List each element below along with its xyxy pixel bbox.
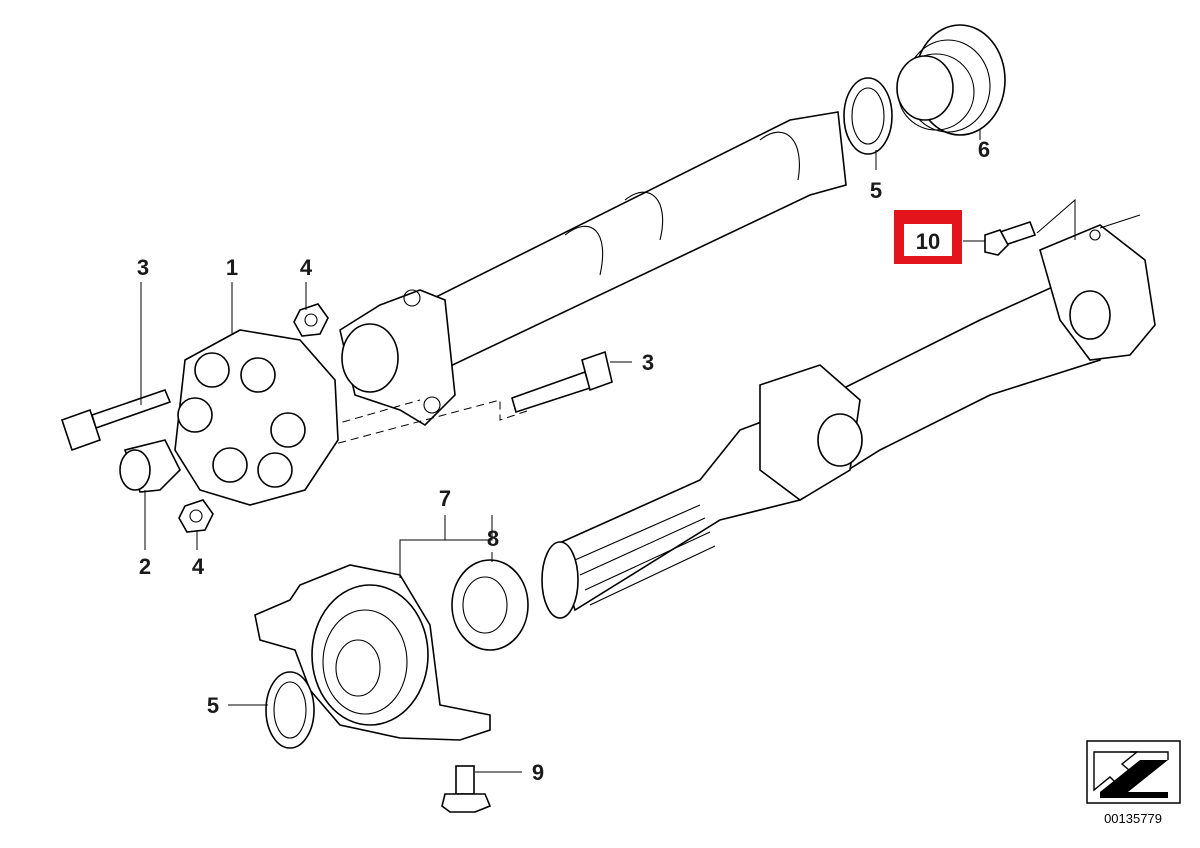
bolt-part-10: [984, 220, 1037, 256]
flex-disc-part: [174, 329, 339, 506]
assembly-line-2: [279, 399, 421, 441]
flange-bolt-part: [441, 765, 492, 813]
bolt-right-part: [511, 350, 613, 414]
toothed-ring-upper-part: [843, 77, 893, 155]
ball-bearing-part: [451, 559, 529, 651]
callout-7: 7: [439, 486, 451, 511]
bolt-left-part: [60, 389, 172, 452]
upper-driveshaft: [339, 111, 847, 427]
nut-upper-part: [293, 303, 329, 337]
callout-2: 2: [139, 554, 151, 579]
bushing-part: [119, 439, 181, 493]
lower-driveshaft: [541, 224, 1156, 619]
highlight-box-inner: [904, 224, 952, 256]
center-bearing-part: [254, 564, 491, 741]
toothed-ring-lower-part: [265, 671, 315, 749]
callout-6: 6: [978, 137, 990, 162]
leader-lines: [140, 130, 1141, 773]
callout-10: 10: [916, 229, 940, 254]
callout-9: 9: [532, 760, 544, 785]
callout-5-lower: 5: [207, 693, 219, 718]
callout-8: 8: [487, 526, 499, 551]
callout-3-left: 3: [137, 255, 149, 280]
callout-4-lower: 4: [192, 554, 205, 579]
callout-10-highlight[interactable]: 10: [894, 210, 962, 264]
nut-lower-part: [178, 499, 214, 533]
callout-1: 1: [226, 255, 238, 280]
rubber-boot-part: [896, 24, 1006, 136]
callout-5-upper: 5: [870, 178, 882, 203]
callout-3-right: 3: [642, 350, 654, 375]
direction-arrow-icon: [1086, 740, 1181, 804]
document-number: 00135779: [1104, 811, 1162, 826]
callout-4-upper: 4: [300, 255, 313, 280]
